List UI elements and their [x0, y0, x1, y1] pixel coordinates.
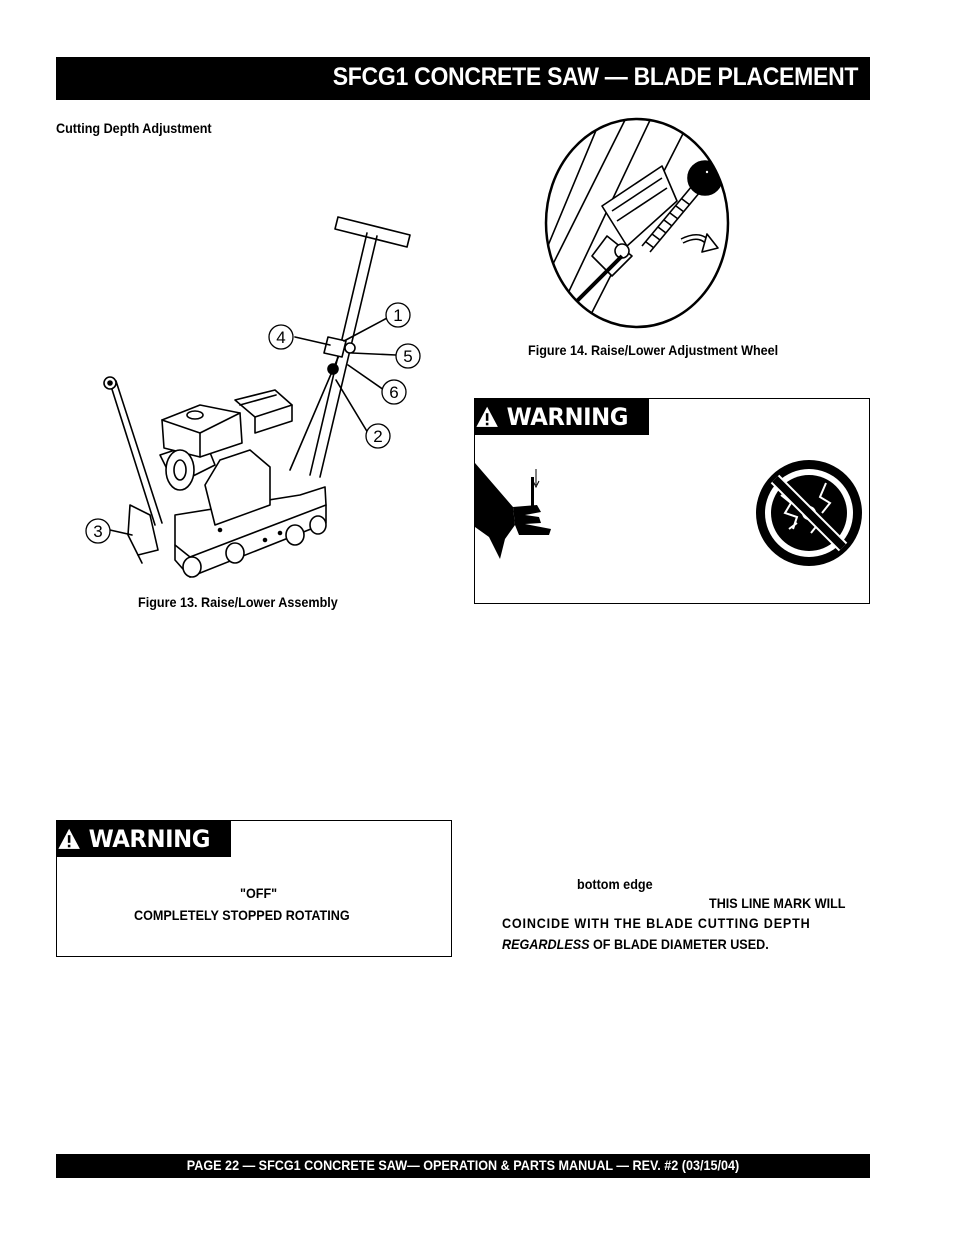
- callout-4: 4: [276, 328, 285, 347]
- footer-bar: PAGE 22 — SFCG1 CONCRETE SAW— OPERATION …: [56, 1154, 870, 1178]
- figure-14-caption: Figure 14. Raise/Lower Adjustment Wheel: [528, 342, 779, 358]
- figure-14-adjustment-wheel: [544, 117, 730, 329]
- blade-diameter-text: OF BLADE DIAMETER USED.: [589, 936, 769, 952]
- callout-1: 1: [393, 306, 402, 325]
- header-bar: SFCG1 CONCRETE SAW — BLADE PLACEMENT: [56, 57, 870, 100]
- figure-13-caption: Figure 13. Raise/Lower Assembly: [138, 594, 338, 610]
- warning-box-right: WARNING: [474, 398, 870, 604]
- bottom-edge-text: bottom edge: [577, 876, 653, 892]
- page-title: SFCG1 CONCRETE SAW — BLADE PLACEMENT: [332, 63, 859, 91]
- figure-13-callouts: 1 2 3 4 5 6: [85, 302, 421, 544]
- warning-label-tab: WARNING: [475, 399, 649, 435]
- hand-cut-hazard-icon: [475, 463, 551, 559]
- no-damaged-blade-icon: [756, 460, 862, 566]
- callout-5: 5: [403, 347, 412, 366]
- section-heading: Cutting Depth Adjustment: [56, 120, 212, 136]
- regardless-emphasis: REGARDLESS: [502, 936, 590, 952]
- callout-2: 2: [373, 427, 382, 446]
- figure-13-raise-lower-assembly: 1 2 3 4 5 6: [85, 216, 421, 578]
- line-mark-text: THIS LINE MARK WILL: [709, 895, 846, 911]
- footer-text: PAGE 22 — SFCG1 CONCRETE SAW— OPERATION …: [186, 1157, 740, 1173]
- callout-3: 3: [93, 522, 102, 541]
- warning-off-text: "OFF": [240, 885, 278, 901]
- warning-triangle-icon: [58, 828, 80, 849]
- warning-word: WARNING: [506, 403, 629, 431]
- warning-box-left: WARNING "OFF" COMPLETELY STOPPED ROTATIN…: [56, 820, 452, 957]
- coincide-text: COINCIDE WITH THE BLADE CUTTING DEPTH: [502, 915, 811, 931]
- warning-word: WARNING: [88, 825, 211, 853]
- callout-6: 6: [389, 383, 398, 402]
- regardless-line: REGARDLESS OF BLADE DIAMETER USED.: [502, 936, 769, 952]
- warning-stopped-text: COMPLETELY STOPPED ROTATING: [134, 907, 350, 923]
- warning-triangle-icon: [476, 406, 498, 427]
- warning-label-tab: WARNING: [57, 821, 231, 857]
